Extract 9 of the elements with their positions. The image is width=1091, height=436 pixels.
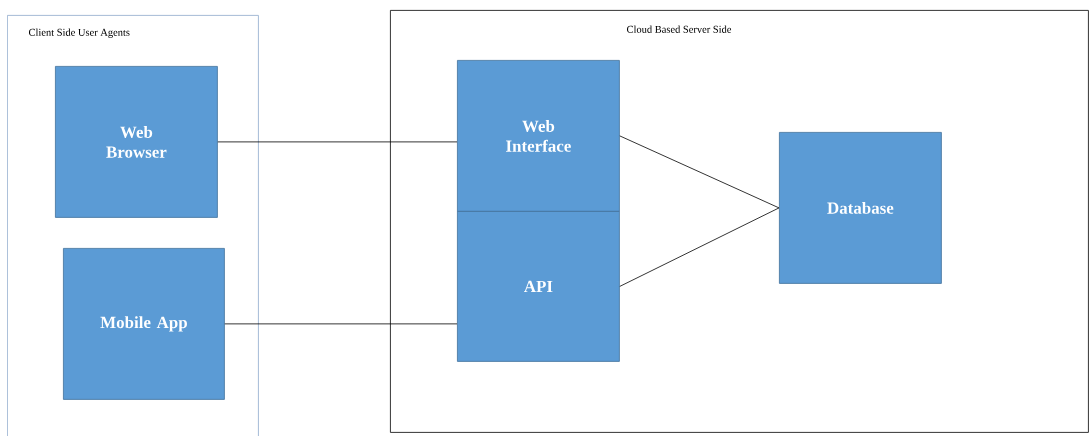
connector-line bbox=[619, 207, 780, 287]
connector-line bbox=[619, 135, 780, 209]
connector-line bbox=[217, 141, 458, 143]
connector-line bbox=[224, 323, 458, 325]
process-box: Web Browser bbox=[55, 66, 218, 218]
process-box: Web Interface bbox=[457, 60, 620, 212]
process-box: API bbox=[457, 211, 620, 362]
process-box: Mobile App bbox=[63, 248, 225, 400]
process-box: Database bbox=[779, 132, 942, 284]
